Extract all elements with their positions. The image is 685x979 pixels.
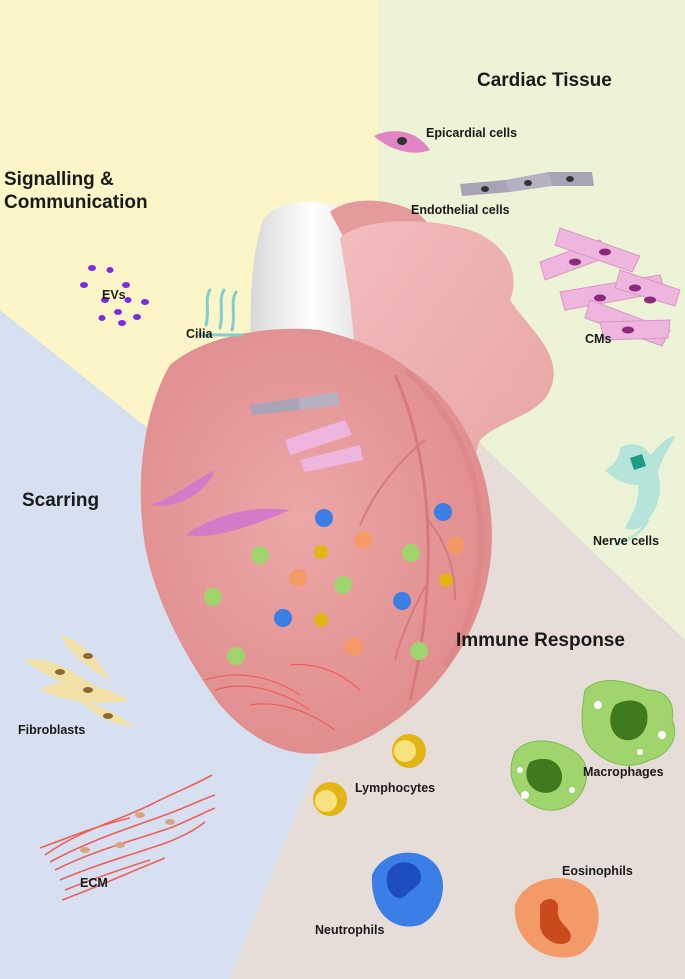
background-scarring [0,310,330,979]
label-lymphocytes: Lymphocytes [355,781,436,795]
macrophages [510,680,676,811]
background-cardiac [378,0,685,640]
endothelial-cells [460,172,594,196]
heart-cells [150,392,465,665]
left-ventricle-edge [403,367,485,667]
ev-particle [101,297,109,303]
ev-particle [118,320,126,326]
section-label-cardiac: Cardiac Tissue [477,70,612,91]
label-nerve-cells: Nerve cells [593,534,660,548]
ecm-fibers [39,774,216,901]
nerve-cell [605,436,675,547]
label-macrophages: Macrophages [583,765,664,779]
heart-scar-tissue [204,663,361,731]
cilia-icon [198,288,244,337]
ecm-particles [80,812,175,853]
macrophage-vacuoles [517,701,666,799]
cardiomyocytes [539,227,681,347]
lymphocytes [313,734,426,816]
coronary-branch [359,439,456,661]
label-endothelial-cells: Endothelial cells [411,203,510,217]
ev-particle [141,299,149,305]
cardiomyocyte-nuclei [569,248,656,334]
ev-particle [106,267,114,273]
aorta [250,201,363,360]
ev-particle [114,309,122,315]
epicardial-cell [374,131,430,153]
label-epicardial-cells: Epicardial cells [426,126,518,140]
label-fibroblasts: Fibroblasts [18,723,86,737]
section-label-signalling-line1: Signalling & [4,169,114,190]
section-label-signalling-line2: Communication [4,192,148,213]
ev-particle [98,315,106,321]
ev-particle [124,297,132,303]
label-ecm: ECM [80,876,108,890]
eosinophil [514,878,599,958]
ev-particle [133,314,141,320]
label-neutrophils: Neutrophils [315,923,385,937]
heart-body [140,328,492,754]
section-label-immune: Immune Response [456,630,625,651]
ev-particle [88,265,96,271]
neutrophil [371,852,443,927]
section-label-signalling: Signalling & Communication [4,168,148,214]
extracellular-vesicles [80,265,149,326]
ev-particle [80,282,88,288]
ev-particle [122,282,130,288]
label-eosinophils: Eosinophils [562,864,633,878]
label-cilia: Cilia [186,327,213,341]
section-label-scarring: Scarring [22,490,100,511]
label-cms: CMs [585,332,612,346]
label-evs: EVs [102,288,126,302]
fibroblast-nuclei [55,653,113,719]
